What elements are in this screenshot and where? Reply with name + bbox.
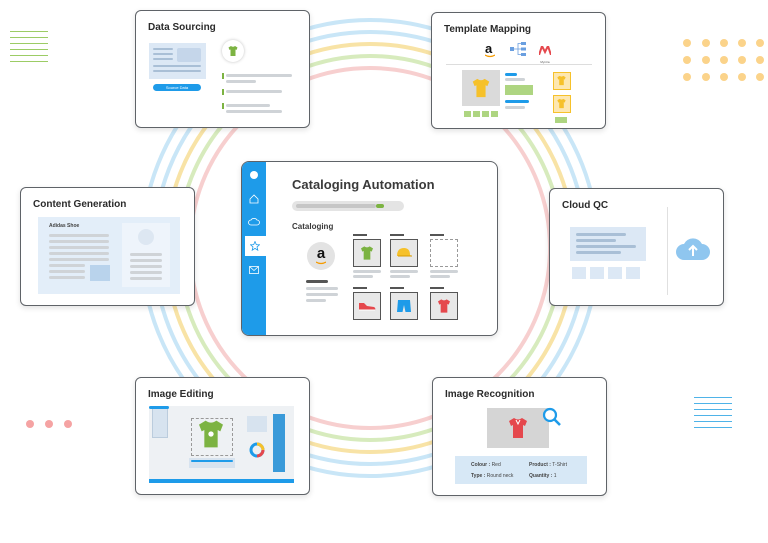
myntra-label: Myntra	[540, 60, 550, 64]
shorts-blue-icon	[397, 300, 411, 312]
tshirt-red-icon	[509, 418, 527, 438]
image-placeholder	[122, 223, 170, 287]
tshirt-yellow-icon	[557, 98, 566, 109]
section-title: Cataloging	[292, 222, 334, 231]
myntra-m-icon	[538, 43, 552, 56]
product-value: T-Shirt	[552, 462, 567, 468]
amazon-badge: a	[307, 242, 335, 270]
cap-yellow-icon	[397, 248, 412, 257]
source-data-button[interactable]: Source Data	[153, 84, 201, 91]
product-tile[interactable]	[353, 239, 381, 267]
quantity-label: Quantity :	[529, 473, 553, 479]
product-label: Product :	[529, 462, 551, 468]
attributes-panel: Colour : Red Product : T-Shirt Type : Ro…	[455, 456, 587, 484]
progress-bar	[292, 201, 404, 211]
card-content-generation: Content Generation Adidas Shoe	[20, 187, 195, 306]
tshirt-green-icon	[199, 420, 223, 448]
product-image-yellow	[462, 70, 500, 106]
document-preview: Adidas Shoe	[38, 217, 180, 294]
amazon-logo-text: a	[316, 245, 326, 262]
crop-frame	[191, 418, 233, 456]
cloud-icon[interactable]	[248, 218, 260, 226]
type-value: Round neck	[486, 473, 514, 479]
product-tile-empty[interactable]	[430, 239, 458, 267]
qc-panel	[570, 227, 646, 261]
type-label: Type :	[471, 473, 486, 479]
amazon-smile-icon	[485, 54, 495, 58]
donut-chart-icon	[249, 442, 265, 458]
shoe-red-icon	[359, 303, 376, 311]
source-data-button-label: Source Data	[165, 85, 189, 90]
card-cataloging-automation: Cataloging Automation Cataloging a	[241, 161, 498, 336]
card-cloud-qc: Cloud QC	[549, 188, 724, 306]
tshirt-thumbnail	[222, 40, 244, 62]
card-image-editing: Image Editing	[135, 377, 310, 495]
tshirt-yellow-icon	[472, 78, 490, 98]
mapping-tree-icon	[510, 42, 526, 56]
amazon-logo: a	[485, 41, 495, 58]
editor-canvas	[149, 406, 294, 481]
tshirt-yellow-icon	[557, 75, 566, 86]
product-name: Adidas Shoe	[49, 223, 80, 229]
sidebar-item-active[interactable]	[245, 236, 266, 256]
spreadsheet-preview	[149, 43, 206, 79]
product-tile[interactable]	[430, 292, 458, 320]
product-tile[interactable]	[353, 292, 381, 320]
card-template-mapping: Template Mapping a Myntra	[431, 12, 606, 129]
myntra-logo: Myntra	[537, 42, 553, 64]
card-title: Data Sourcing	[148, 22, 216, 33]
colour-label: Colour :	[471, 462, 491, 468]
tshirt-green-icon	[228, 46, 238, 56]
card-title: Content Generation	[33, 199, 127, 210]
card-title: Cloud QC	[562, 200, 609, 211]
mail-icon[interactable]	[249, 266, 259, 274]
sidebar-dot	[250, 171, 258, 179]
product-tile[interactable]	[390, 239, 418, 267]
card-data-sourcing: Data Sourcing Source Data	[135, 10, 310, 128]
card-title: Image Editing	[148, 389, 214, 400]
tshirt-green-icon	[361, 246, 373, 260]
card-title: Template Mapping	[444, 24, 532, 35]
cloud-upload-icon	[676, 238, 710, 260]
home-icon[interactable]	[249, 194, 259, 204]
sidebar	[242, 162, 266, 335]
page-title: Cataloging Automation	[292, 177, 435, 192]
recognized-image	[487, 408, 549, 448]
card-title: Image Recognition	[445, 389, 535, 400]
star-icon	[250, 241, 260, 251]
quantity-value: 1	[553, 473, 557, 479]
amazon-smile-icon	[316, 261, 326, 265]
colour-value: Red	[491, 462, 501, 468]
tshirt-red-icon	[438, 299, 450, 313]
search-icon	[542, 407, 561, 426]
card-image-recognition: Image Recognition Colour : Red Product :…	[432, 377, 607, 496]
product-tile[interactable]	[390, 292, 418, 320]
amazon-logo-text: a	[485, 41, 493, 56]
